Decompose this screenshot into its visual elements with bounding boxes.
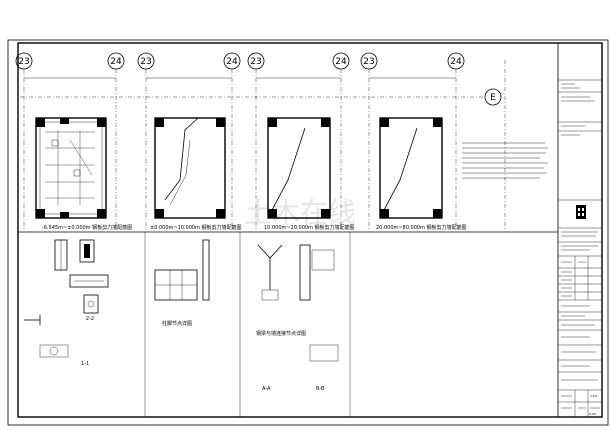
detail-aa-title: A-A: [262, 386, 271, 392]
title-block: 1:50 S-05: [557, 43, 602, 417]
svg-text:23: 23: [250, 57, 261, 67]
plan-3-wall-reinforcement: 10.000m~20.000m 钢板剪力墙配筋图: [264, 117, 355, 231]
detail-1-1-title: 1-1: [81, 361, 89, 367]
detail-column-base: 柱脚节点详图: [154, 239, 210, 327]
title-block-sheet-no: S-05: [589, 412, 596, 416]
axis-bubble-23a: 23: [15, 52, 33, 70]
svg-text:23: 23: [18, 57, 29, 67]
plan-1-title: -6.545m~±0.000m 钢板剪力墙配筋图: [42, 224, 132, 231]
plan-4-wall-reinforcement: 20.000m~80.000m 钢板剪力墙配筋图: [376, 117, 467, 231]
axis-bubble-24b: 24: [223, 52, 241, 70]
plan-2-title: ±0.000m~10.000m 钢板剪力墙配筋图: [150, 224, 242, 231]
watermark: 土木在线: [244, 196, 356, 229]
svg-text:24: 24: [110, 57, 122, 67]
svg-text:23: 23: [140, 57, 151, 67]
svg-text:23: 23: [363, 57, 374, 67]
detail-column-title: 柱脚节点详图: [162, 320, 192, 327]
grid-axis-bubbles: 23 24 23 24 23 24 23 24: [15, 52, 502, 106]
svg-text:24: 24: [335, 57, 347, 67]
svg-text:24: 24: [226, 57, 238, 67]
axis-bubble-24d: 24: [447, 52, 465, 70]
svg-text:24: 24: [450, 57, 462, 67]
title-block-scale: 1:50: [590, 394, 597, 398]
sheet-outer-border: [7, 39, 609, 426]
detail-beam-connection: 钢梁与墙连接节点详图 A-A B-B: [256, 244, 339, 392]
axis-bubble-24a: 24: [107, 52, 125, 70]
svg-text:E: E: [490, 93, 496, 103]
axis-bubble-24c: 24: [332, 52, 350, 70]
axis-bubble-e: E: [484, 88, 502, 106]
company-logo: [576, 205, 586, 219]
axis-bubble-23c: 23: [247, 52, 265, 70]
general-notes: [462, 142, 548, 179]
detail-bb-title: B-B: [316, 386, 325, 392]
axis-bubble-23d: 23: [360, 52, 378, 70]
plan-1-wall-reinforcement: -6.545m~±0.000m 钢板剪力墙配筋图: [35, 117, 132, 231]
sheet-inner-border: [17, 42, 603, 418]
axis-bubble-23b: 23: [137, 52, 155, 70]
plan-3-title: 10.000m~20.000m 钢板剪力墙配筋图: [264, 224, 355, 231]
detail-column-section: 1-1 2-2: [24, 239, 109, 367]
plan-2-wall-reinforcement: ±0.000m~10.000m 钢板剪力墙配筋图: [150, 117, 242, 231]
detail-beam-title: 钢梁与墙连接节点详图: [256, 330, 306, 337]
plan-4-title: 20.000m~80.000m 钢板剪力墙配筋图: [376, 224, 467, 231]
detail-2-2-title: 2-2: [86, 316, 94, 322]
